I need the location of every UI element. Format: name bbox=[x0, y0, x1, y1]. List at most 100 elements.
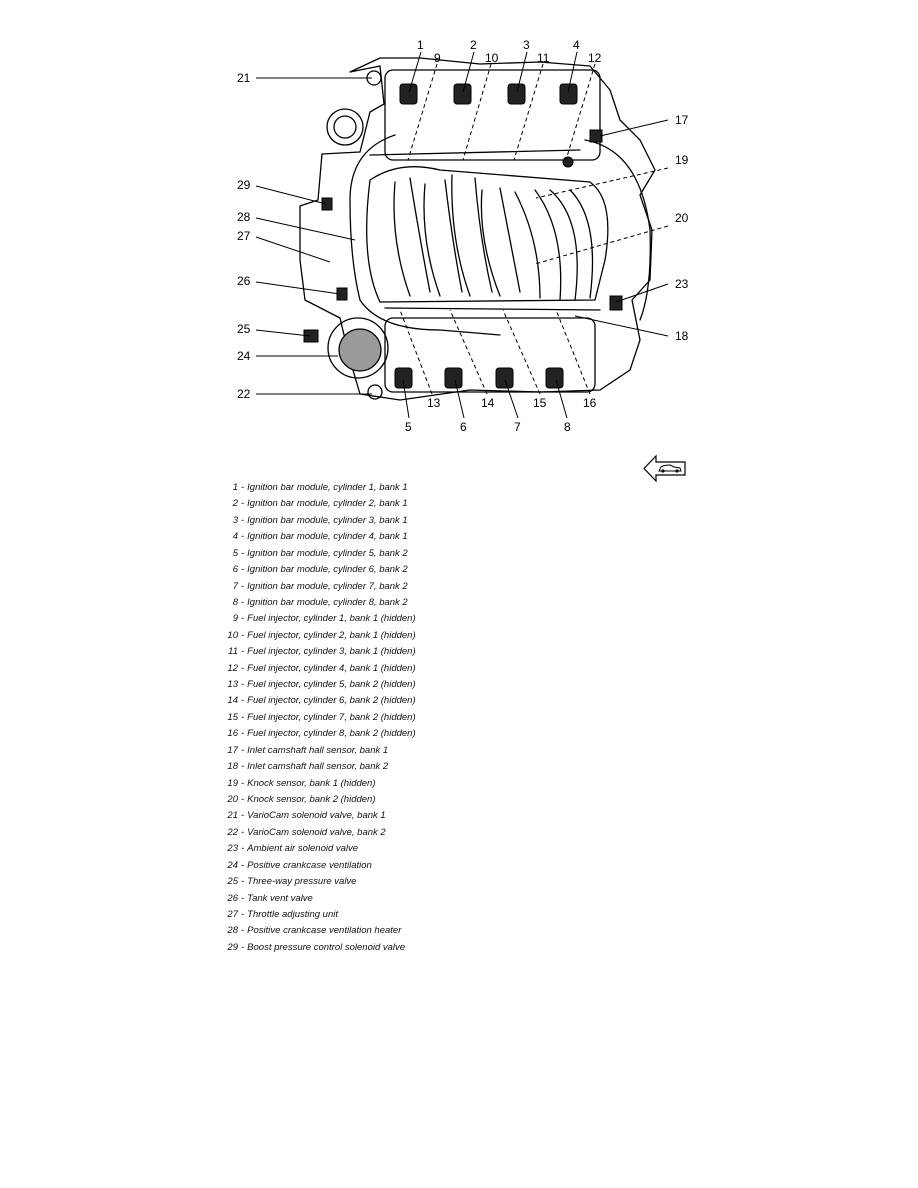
ignition-module-7 bbox=[495, 367, 514, 389]
ignition-module-1 bbox=[399, 83, 418, 105]
legend-separator: - bbox=[241, 859, 245, 871]
leader-line-hidden bbox=[565, 63, 596, 161]
legend-text: VarioCam solenoid valve, bank 2 bbox=[247, 826, 386, 838]
legend-number: 1 bbox=[232, 482, 238, 493]
intake-manifold bbox=[366, 166, 609, 303]
legend-number: 24 bbox=[227, 859, 238, 871]
legend-number: 13 bbox=[227, 679, 238, 691]
legend-text: Fuel injector, cylinder 5, bank 2 (hidde… bbox=[247, 679, 416, 691]
legend-separator: - bbox=[241, 662, 245, 674]
legend-text: Tank vent valve bbox=[247, 892, 313, 904]
legend-item: 27-Throttle adjusting unit bbox=[212, 907, 592, 923]
legend-item: 2-Ignition bar module, cylinder 2, bank … bbox=[212, 496, 592, 512]
legend-number: 27 bbox=[227, 908, 238, 920]
crankcase-ventilation-housing bbox=[327, 317, 389, 379]
ignition-module-5 bbox=[394, 367, 413, 389]
leader-line bbox=[255, 185, 327, 205]
legend-text: Fuel injector, cylinder 3, bank 1 (hidde… bbox=[247, 646, 416, 658]
legend-text: Ignition bar module, cylinder 8, bank 2 bbox=[247, 596, 408, 608]
legend-number: 8 bbox=[232, 596, 238, 608]
callout-14: 14 bbox=[481, 396, 495, 410]
legend-separator: - bbox=[241, 744, 245, 756]
legend-number: 26 bbox=[227, 892, 238, 904]
legend-separator: - bbox=[241, 679, 245, 691]
callout-25: 25 bbox=[237, 322, 251, 336]
legend-item: 1-Ignition bar module, cylinder 1, bank … bbox=[212, 480, 592, 496]
legend-item: 8-Ignition bar module, cylinder 8, bank … bbox=[212, 595, 592, 611]
legend-number: 21 bbox=[227, 810, 238, 822]
legend-text: Fuel injector, cylinder 6, bank 2 (hidde… bbox=[247, 695, 416, 707]
legend-text: Ignition bar module, cylinder 1, bank 1 bbox=[247, 482, 408, 493]
leader-line bbox=[255, 329, 311, 337]
callout-labels: 1 2 3 4 5 6 7 8 9 10 11 12 13 14 15 16 1… bbox=[237, 38, 689, 434]
legend-text: Fuel injector, cylinder 4, bank 1 (hidde… bbox=[247, 662, 416, 674]
legend-item: 9-Fuel injector, cylinder 1, bank 1 (hid… bbox=[212, 611, 592, 627]
engine-outline bbox=[299, 57, 656, 401]
legend-text: Inlet camshaft hall sensor, bank 1 bbox=[247, 744, 389, 756]
callout-17: 17 bbox=[675, 113, 689, 127]
legend-number: 7 bbox=[232, 580, 238, 592]
callout-11: 11 bbox=[537, 51, 550, 65]
hall-sensor-bank-1 bbox=[562, 156, 574, 168]
legend-number: 22 bbox=[227, 826, 238, 838]
legend-number: 9 bbox=[232, 613, 238, 625]
callout-16: 16 bbox=[583, 396, 597, 410]
legend-number: 4 bbox=[232, 531, 238, 543]
callout-20: 20 bbox=[675, 211, 689, 225]
legend-number: 25 bbox=[227, 876, 238, 888]
callout-24: 24 bbox=[237, 349, 251, 363]
legend-number: 23 bbox=[227, 843, 238, 855]
legend-separator: - bbox=[241, 728, 245, 740]
legend-number: 29 bbox=[227, 941, 238, 953]
leader-line-hidden bbox=[535, 167, 669, 199]
back-arrow-icon bbox=[643, 454, 686, 483]
legend-text: Boost pressure control solenoid valve bbox=[247, 941, 406, 953]
leader-line bbox=[408, 51, 422, 93]
leader-line bbox=[615, 283, 669, 303]
sensor-block bbox=[303, 329, 319, 343]
intake-runner bbox=[480, 187, 521, 297]
callout-15: 15 bbox=[533, 396, 547, 410]
callout-19: 19 bbox=[675, 153, 689, 167]
legend-text: Ignition bar module, cylinder 7, bank 2 bbox=[247, 580, 408, 592]
ignition-module-3 bbox=[507, 83, 526, 105]
leader-line bbox=[255, 217, 356, 241]
legend-number: 16 bbox=[227, 728, 238, 740]
callout-2: 2 bbox=[470, 38, 477, 52]
variocam-valve-bank-2 bbox=[367, 384, 383, 400]
callout-29: 29 bbox=[237, 178, 251, 192]
car-front-arrow-icon[interactable] bbox=[643, 454, 686, 483]
legend-text: Fuel injector, cylinder 7, bank 2 (hidde… bbox=[247, 711, 416, 723]
leader-line bbox=[462, 51, 475, 93]
leader-line bbox=[255, 236, 331, 263]
callout-12: 12 bbox=[588, 51, 602, 65]
legend-item: 20-Knock sensor, bank 2 (hidden) bbox=[212, 792, 592, 808]
legend-item: 23-Ambient air solenoid valve bbox=[212, 841, 592, 857]
legend-text: Ignition bar module, cylinder 4, bank 1 bbox=[247, 531, 408, 543]
legend-text: Fuel injector, cylinder 8, bank 2 (hidde… bbox=[247, 728, 416, 740]
legend-text: Inlet camshaft hall sensor, bank 2 bbox=[247, 761, 389, 773]
legend-item: 22-VarioCam solenoid valve, bank 2 bbox=[212, 825, 592, 841]
callout-27: 27 bbox=[237, 229, 251, 243]
legend-text: Three-way pressure valve bbox=[247, 876, 357, 888]
callout-3: 3 bbox=[523, 38, 530, 52]
legend-item: 26-Tank vent valve bbox=[212, 891, 592, 907]
legend-item: 10-Fuel injector, cylinder 2, bank 1 (hi… bbox=[212, 628, 592, 644]
legend-separator: - bbox=[241, 908, 245, 920]
callout-26: 26 bbox=[237, 274, 251, 288]
legend-separator: - bbox=[241, 580, 245, 592]
legend-item: 29-Boost pressure control solenoid valve bbox=[212, 940, 592, 956]
intake-runner bbox=[514, 189, 562, 301]
legend-number: 6 bbox=[232, 564, 238, 576]
callout-5: 5 bbox=[405, 420, 412, 434]
legend-number: 18 bbox=[227, 761, 238, 773]
legend-item: 7-Ignition bar module, cylinder 7, bank … bbox=[212, 579, 592, 595]
sensor-block bbox=[321, 197, 333, 211]
legend-number: 19 bbox=[227, 777, 238, 789]
ignition-module-2 bbox=[453, 83, 472, 105]
oil-filler-cap bbox=[326, 108, 364, 146]
legend-item: 19-Knock sensor, bank 1 (hidden) bbox=[212, 776, 592, 792]
legend-separator: - bbox=[241, 482, 245, 493]
ignition-module-6 bbox=[444, 367, 463, 389]
ignition-module-8 bbox=[545, 367, 564, 389]
